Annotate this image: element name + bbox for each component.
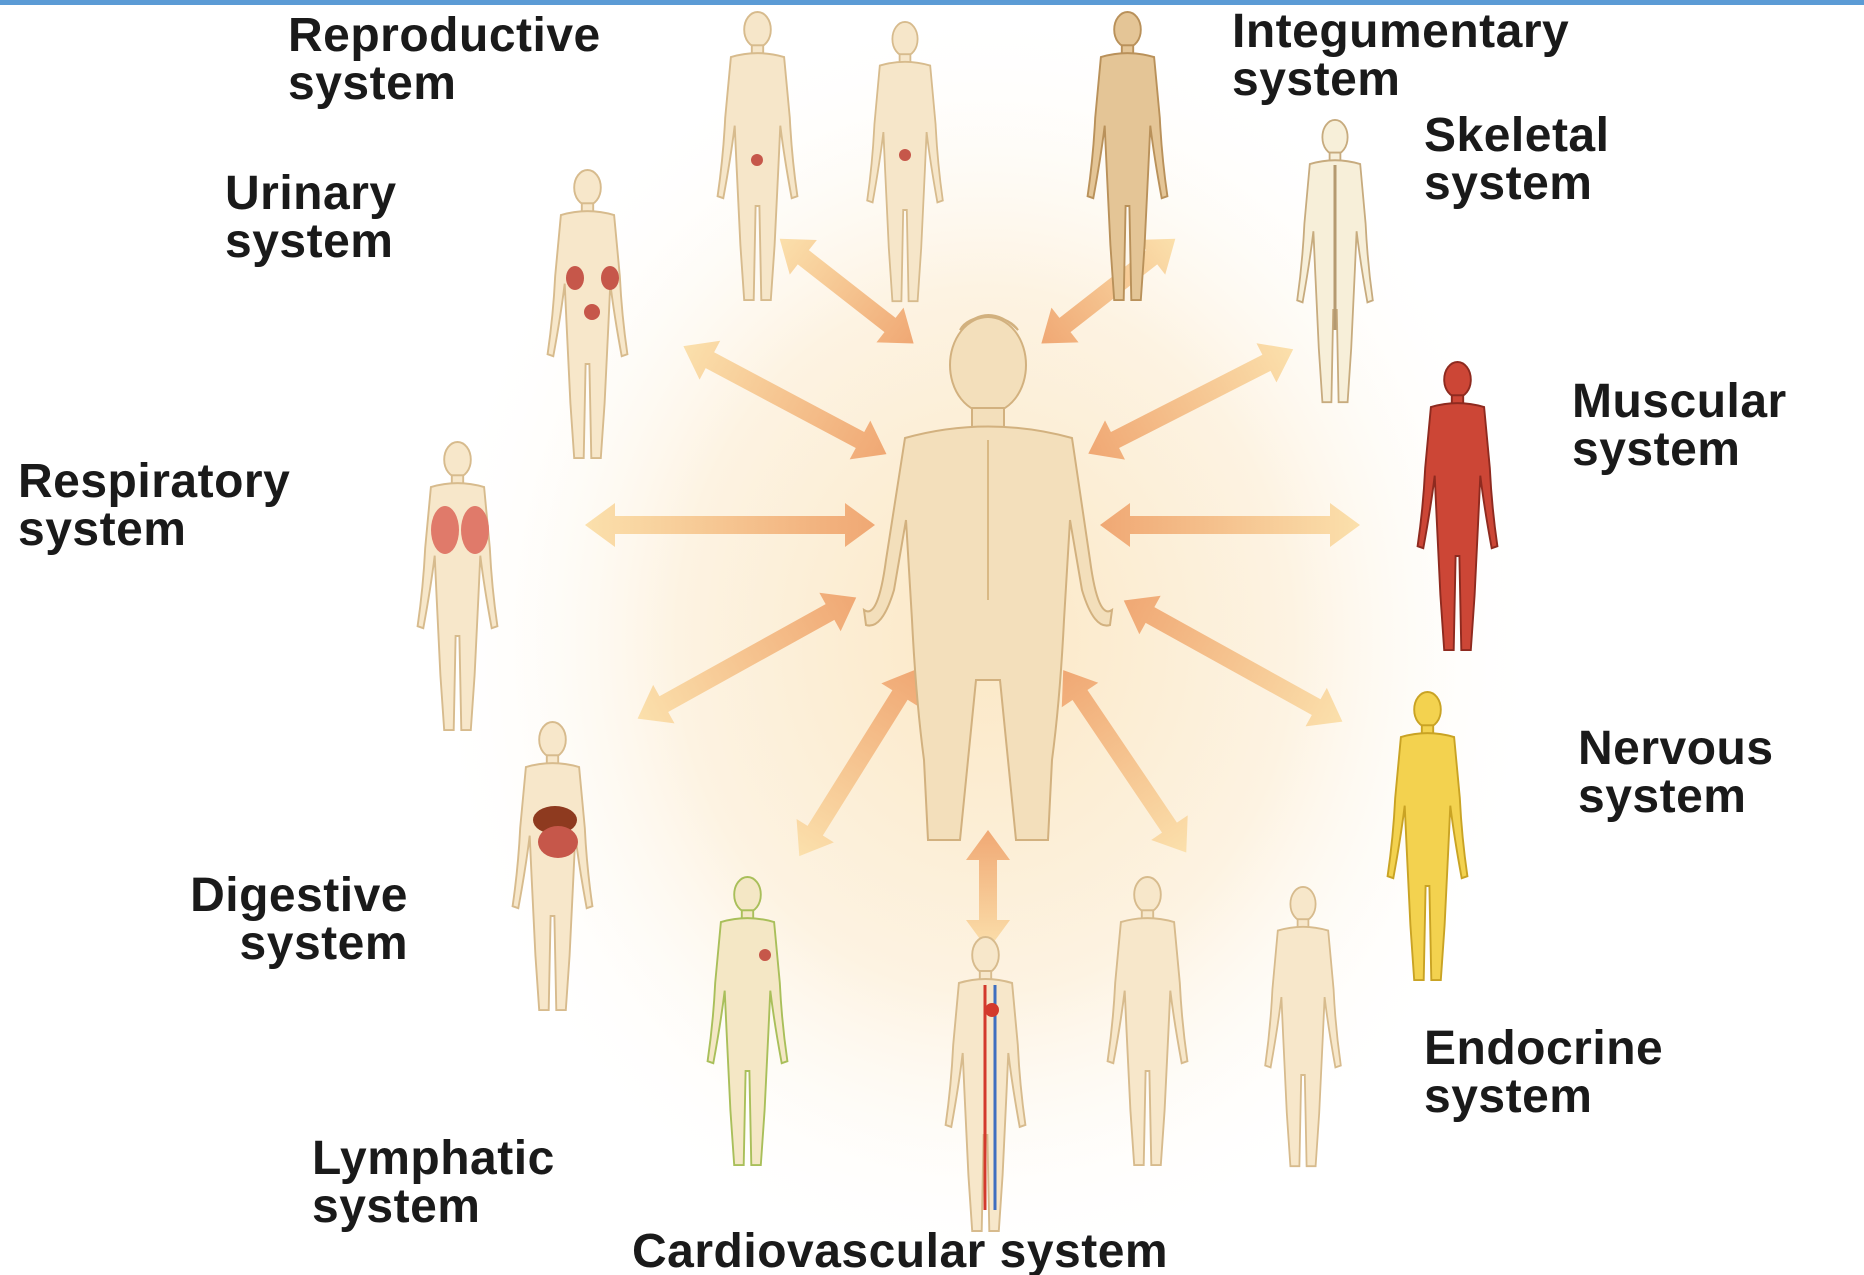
label-urinary-system: Urinary system: [225, 170, 397, 266]
label-digestive-system: Digestive system: [118, 872, 408, 968]
label-endocrine-system: Endocrine system: [1424, 1025, 1663, 1121]
label-skeletal-system: Skeletal system: [1424, 112, 1609, 208]
label-respiratory-system: Respiratory system: [18, 458, 290, 554]
label-reproductive-system: Reproductive system: [288, 12, 601, 108]
label-muscular-system: Muscular system: [1572, 378, 1787, 474]
label-lymphatic-system: Lymphatic system: [312, 1135, 555, 1231]
label-nervous-system: Nervous system: [1578, 725, 1774, 821]
label-cardiovascular-system: Cardiovascular system: [632, 1228, 1168, 1275]
label-integumentary-system: Integumentary system: [1232, 8, 1569, 104]
